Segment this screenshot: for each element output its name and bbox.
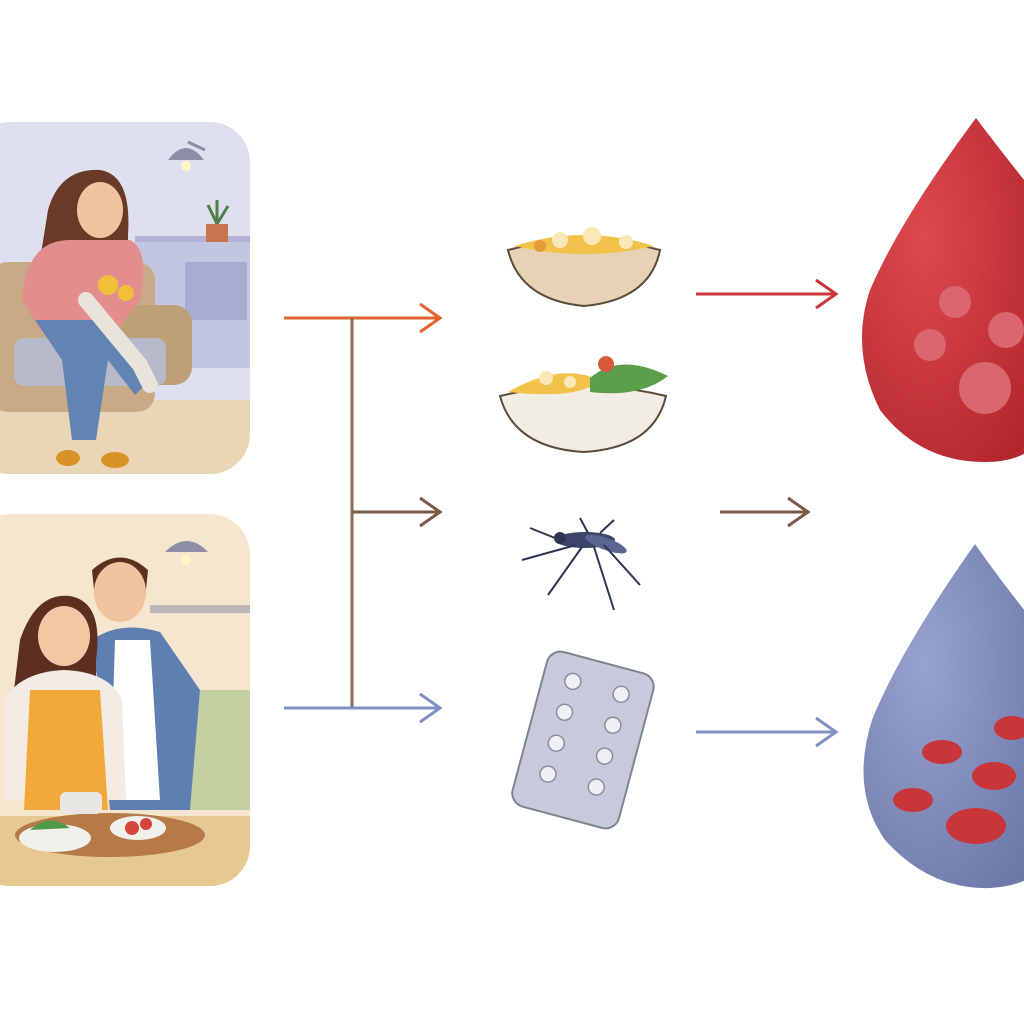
wall-lamp-icon: [168, 140, 206, 171]
blue-arrow-bottom-head: [419, 692, 443, 724]
blue-blood-drop-icon: [863, 544, 1024, 889]
woman-figure: [22, 169, 158, 468]
food-bowl-icon: [506, 227, 662, 308]
pendant-lamp-icon: [165, 541, 208, 565]
outcome-arrows: [696, 278, 839, 748]
brown-arrow-middle-right-head: [787, 496, 811, 528]
flow-connectors: [284, 302, 443, 724]
red-blood-drop-icon: [862, 118, 1024, 462]
red-arrow-to-drop-head: [815, 278, 839, 310]
couple-cooking-scene: [0, 514, 250, 886]
woman-eating-snacks-scene: [0, 122, 250, 474]
salad-bowl-icon: [498, 356, 668, 454]
brown-arrow-middle-head: [419, 496, 443, 528]
pill-blister-pack-icon: [511, 650, 655, 830]
woman-apron-figure: [4, 595, 126, 810]
orange-arrow-top-head: [419, 302, 443, 334]
blue-arrow-to-drop-head: [815, 716, 839, 748]
mosquito-icon: [521, 517, 641, 611]
potted-plant-icon: [206, 200, 230, 242]
